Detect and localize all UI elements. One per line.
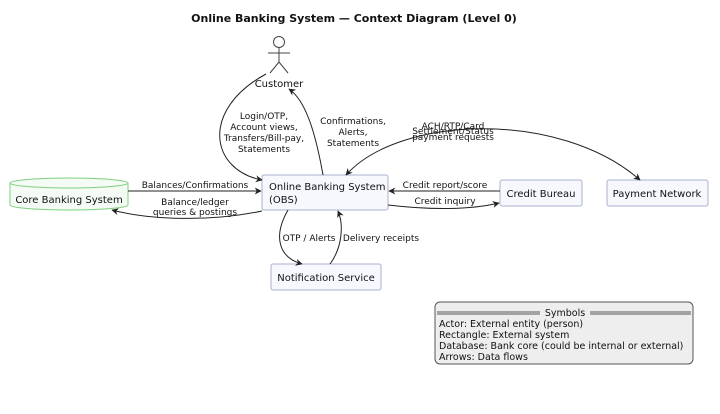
- svg-text:Statements: Statements: [327, 139, 379, 149]
- flow-obs-to-credit: [387, 201, 500, 210]
- payment-network-label: Payment Network: [613, 189, 702, 200]
- legend: Symbols Actor: External entity (person) …: [434, 301, 694, 365]
- flow-obs-to-core: [111, 208, 263, 219]
- obs-label-line2: (OBS): [269, 195, 298, 206]
- flow-obs-to-customer: [288, 88, 324, 176]
- label-core-to-obs: Balances/Confirmations: [142, 181, 249, 191]
- payment-network-node: Payment Network: [606, 179, 709, 207]
- svg-text:Statements: Statements: [238, 145, 290, 155]
- label-notify-to-obs: Delivery receipts: [343, 234, 419, 244]
- notification-service-label: Notification Service: [277, 273, 375, 284]
- obs-label-line1: Online Banking System: [269, 182, 385, 193]
- svg-text:queries & postings: queries & postings: [153, 208, 237, 218]
- svg-text:payment requests: payment requests: [412, 133, 494, 143]
- svg-text:Login/OTP,: Login/OTP,: [240, 112, 288, 122]
- legend-item: Rectangle: External system: [439, 330, 569, 341]
- legend-item: Database: Bank core (could be internal o…: [439, 341, 683, 352]
- customer-label: Customer: [255, 79, 304, 90]
- credit-bureau-label: Credit Bureau: [507, 189, 576, 200]
- label-credit-to-obs: Credit report/score: [403, 181, 488, 191]
- flow-obs-to-notify: [279, 209, 303, 266]
- svg-text:Account views,: Account views,: [230, 123, 297, 133]
- label-obs-to-customer: Confirmations, Alerts, Statements: [320, 117, 386, 149]
- svg-text:ACH/RTP/Card: ACH/RTP/Card: [422, 122, 485, 132]
- core-banking-database: Core Banking System: [9, 177, 129, 211]
- flow-notify-to-obs: [329, 210, 344, 265]
- label-obs-to-credit: Credit inquiry: [414, 197, 476, 207]
- svg-text:Balance/ledger: Balance/ledger: [161, 198, 229, 208]
- svg-text:Alerts,: Alerts,: [339, 128, 368, 138]
- label-obs-to-core: Balance/ledger queries & postings: [153, 198, 237, 218]
- flow-obs-to-payment: [345, 128, 641, 181]
- obs-node: Online Banking System (OBS): [261, 174, 389, 211]
- core-banking-label: Core Banking System: [15, 195, 122, 206]
- legend-item: Actor: External entity (person): [439, 319, 583, 330]
- svg-text:Transfers/Bill-pay,: Transfers/Bill-pay,: [223, 134, 304, 144]
- legend-title: Symbols: [545, 308, 585, 319]
- svg-text:Confirmations,: Confirmations,: [320, 117, 386, 127]
- credit-bureau-node: Credit Bureau: [499, 179, 583, 207]
- diagram-title: Online Banking System — Context Diagram …: [191, 12, 517, 25]
- label-obs-to-notify: OTP / Alerts: [283, 234, 336, 244]
- label-customer-to-obs: Login/OTP, Account views, Transfers/Bill…: [223, 112, 304, 155]
- flow-customer-to-obs: [219, 73, 267, 183]
- customer-actor-icon: [268, 36, 290, 74]
- legend-item: Arrows: Data flows: [439, 352, 528, 363]
- label-obs-to-payment: ACH/RTP/Card payment requests: [412, 122, 494, 143]
- notification-service-node: Notification Service: [270, 263, 382, 291]
- label-payment-to-obs: Settlement/Status: [412, 127, 494, 137]
